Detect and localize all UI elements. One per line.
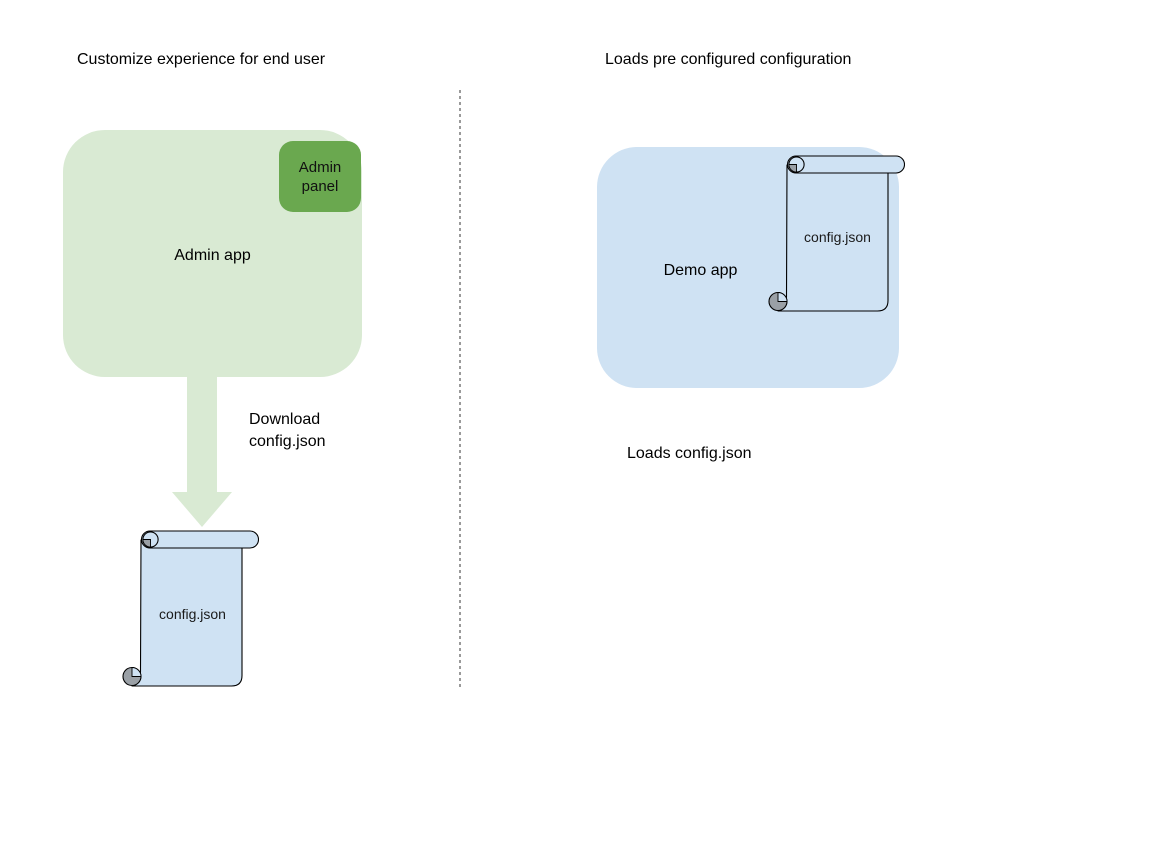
download-arrow-icon [172, 376, 232, 527]
config-file-scroll-icon-left [122, 530, 259, 687]
admin-panel-box: Admin panel [279, 141, 361, 212]
section-divider [459, 90, 461, 687]
download-arrow-label: Download config.json [249, 411, 326, 450]
loads-config-caption: Loads config.json [627, 445, 752, 462]
admin-panel-label: Admin panel [298, 158, 342, 195]
left-section-heading: Customize experience for end user [77, 51, 326, 68]
right-section-heading: Loads pre configured configuration [605, 51, 852, 68]
admin-app-label: Admin app [174, 247, 251, 264]
config-file-label-left: config.json [159, 606, 226, 622]
config-file-scroll-icon-right [768, 155, 905, 312]
demo-app-label: Demo app [663, 262, 738, 279]
config-file-label-right: config.json [804, 229, 871, 245]
